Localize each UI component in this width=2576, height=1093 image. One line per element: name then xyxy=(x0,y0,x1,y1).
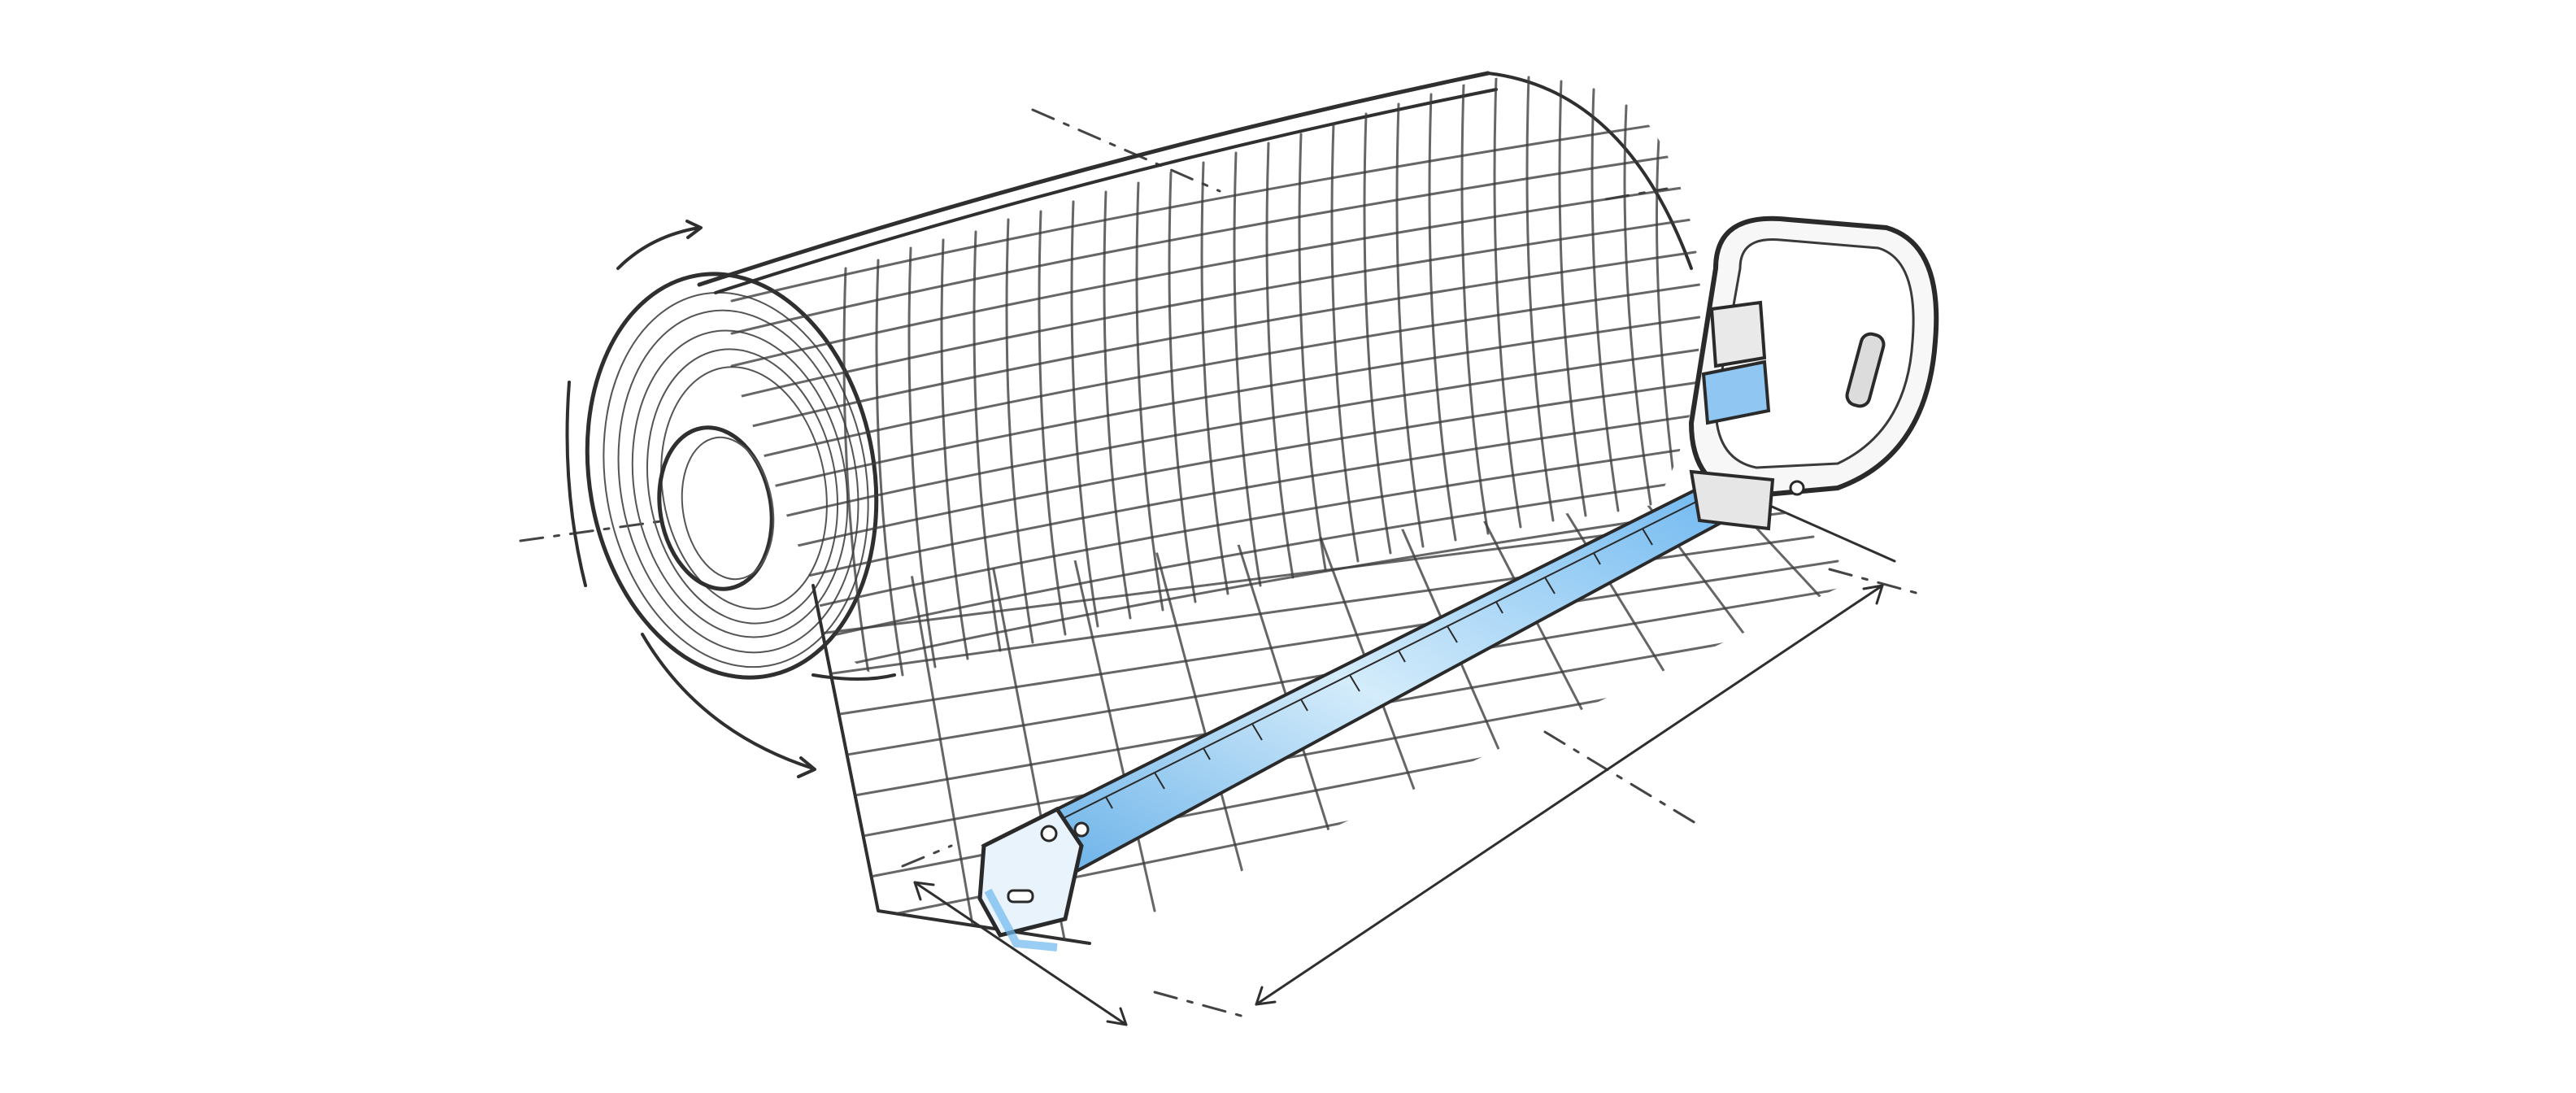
dimension-arrow-icon xyxy=(901,584,1884,1026)
tape-hook xyxy=(977,806,1084,938)
tape-blade xyxy=(977,486,1744,951)
rotation-arrow-icon xyxy=(565,220,816,778)
tape-measure-icon xyxy=(1688,216,1939,531)
roll-mesh-pattern xyxy=(730,76,1701,680)
roll-end-face xyxy=(585,272,879,680)
roll-body xyxy=(697,71,1701,681)
